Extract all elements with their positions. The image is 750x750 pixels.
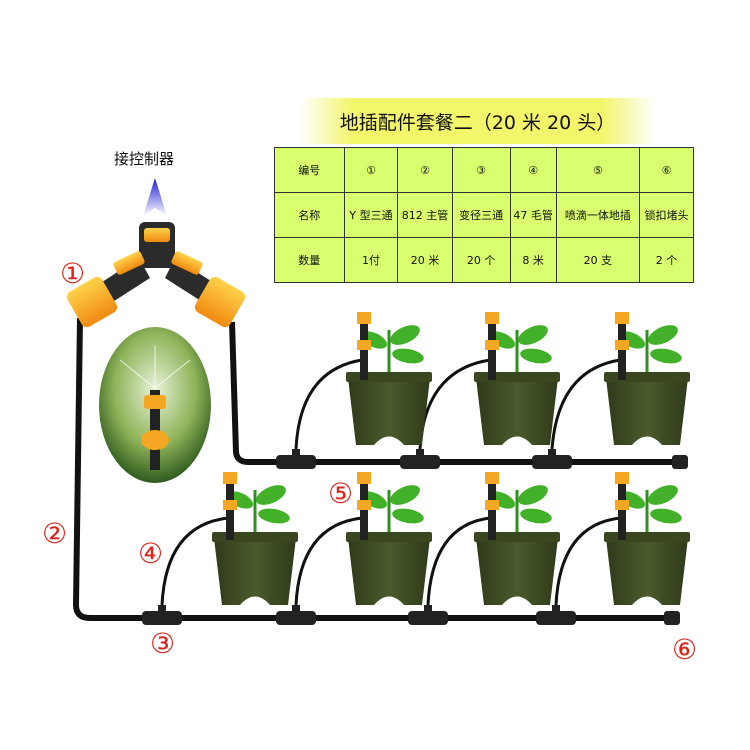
potted-plant-icon — [346, 472, 432, 605]
tee-fitting-icon — [276, 449, 316, 469]
table-row-name: 名称 Y 型三通 812 主管 变径三通 47 毛管 喷滴一体地插 锁扣堵头 — [274, 192, 694, 238]
tee-fitting-icon — [400, 449, 440, 469]
callout-1: ① — [60, 257, 86, 290]
table-cell: ③ — [451, 147, 511, 193]
table-cell: ⑤ — [555, 147, 641, 193]
callout-4: ④ — [138, 537, 164, 570]
table-cell: 8 米 — [509, 237, 557, 283]
table-cell: 20 个 — [451, 237, 511, 283]
callout-2: ② — [42, 517, 68, 550]
tee-fitting-icon — [536, 605, 576, 625]
capillary-tube — [294, 358, 363, 450]
controller-label: 接控制器 — [114, 150, 175, 168]
table-row-number: 编号 ① ② ③ ④ ⑤ ⑥ — [274, 147, 694, 193]
end-cap-icon — [672, 455, 688, 469]
capillary-tube — [426, 516, 491, 606]
potted-plant-icon — [212, 472, 298, 605]
table-cell: Y 型三通 — [343, 192, 399, 238]
callout-3: ③ — [150, 627, 176, 660]
capillary-tube — [294, 516, 363, 606]
sprinkler-photo — [99, 327, 211, 483]
capillary-tube — [550, 358, 621, 450]
table-cell: 812 主管 — [397, 192, 453, 238]
potted-plant-icon — [604, 472, 690, 605]
main-pipe-left — [72, 317, 670, 621]
callout-5: ⑤ — [328, 477, 354, 510]
main-pipe-right — [229, 321, 680, 465]
table-cell: 2 个 — [639, 237, 694, 283]
capillary-tube — [160, 516, 229, 606]
y-connector-icon — [66, 222, 246, 328]
potted-plant-icon — [474, 472, 560, 605]
table-cell: ④ — [509, 147, 557, 193]
table-cell: ① — [343, 147, 399, 193]
kit-title: 地插配件套餐二（20 米 20 头） — [339, 112, 616, 134]
tee-fitting-icon — [142, 605, 182, 625]
table-cell: 20 米 — [397, 237, 453, 283]
tee-fitting-icon — [408, 605, 448, 625]
table-header-number: 编号 — [274, 147, 345, 193]
capillary-tube — [554, 516, 621, 606]
table-row-quantity: 数量 1付 20 米 20 个 8 米 20 支 2 个 — [274, 237, 694, 283]
table-cell: 47 毛管 — [509, 192, 557, 238]
end-cap-icon — [664, 611, 680, 625]
potted-plant-icon — [474, 312, 560, 445]
tee-fitting-icon — [276, 605, 316, 625]
table-cell: 锁扣堵头 — [639, 192, 694, 238]
potted-plant-icon — [346, 312, 432, 445]
tee-fitting-icon — [532, 449, 572, 469]
table-header-name: 名称 — [274, 192, 345, 238]
callout-6: ⑥ — [672, 633, 698, 666]
table-cell: 1付 — [343, 237, 399, 283]
table-cell: ② — [397, 147, 453, 193]
up-arrow-icon — [143, 178, 167, 216]
potted-plant-icon — [604, 312, 690, 445]
spec-table: 编号 ① ② ③ ④ ⑤ ⑥ 名称 Y 型三通 812 主管 变径三通 47 毛… — [274, 147, 694, 283]
title-band — [300, 98, 655, 144]
table-cell: 20 支 — [555, 237, 641, 283]
